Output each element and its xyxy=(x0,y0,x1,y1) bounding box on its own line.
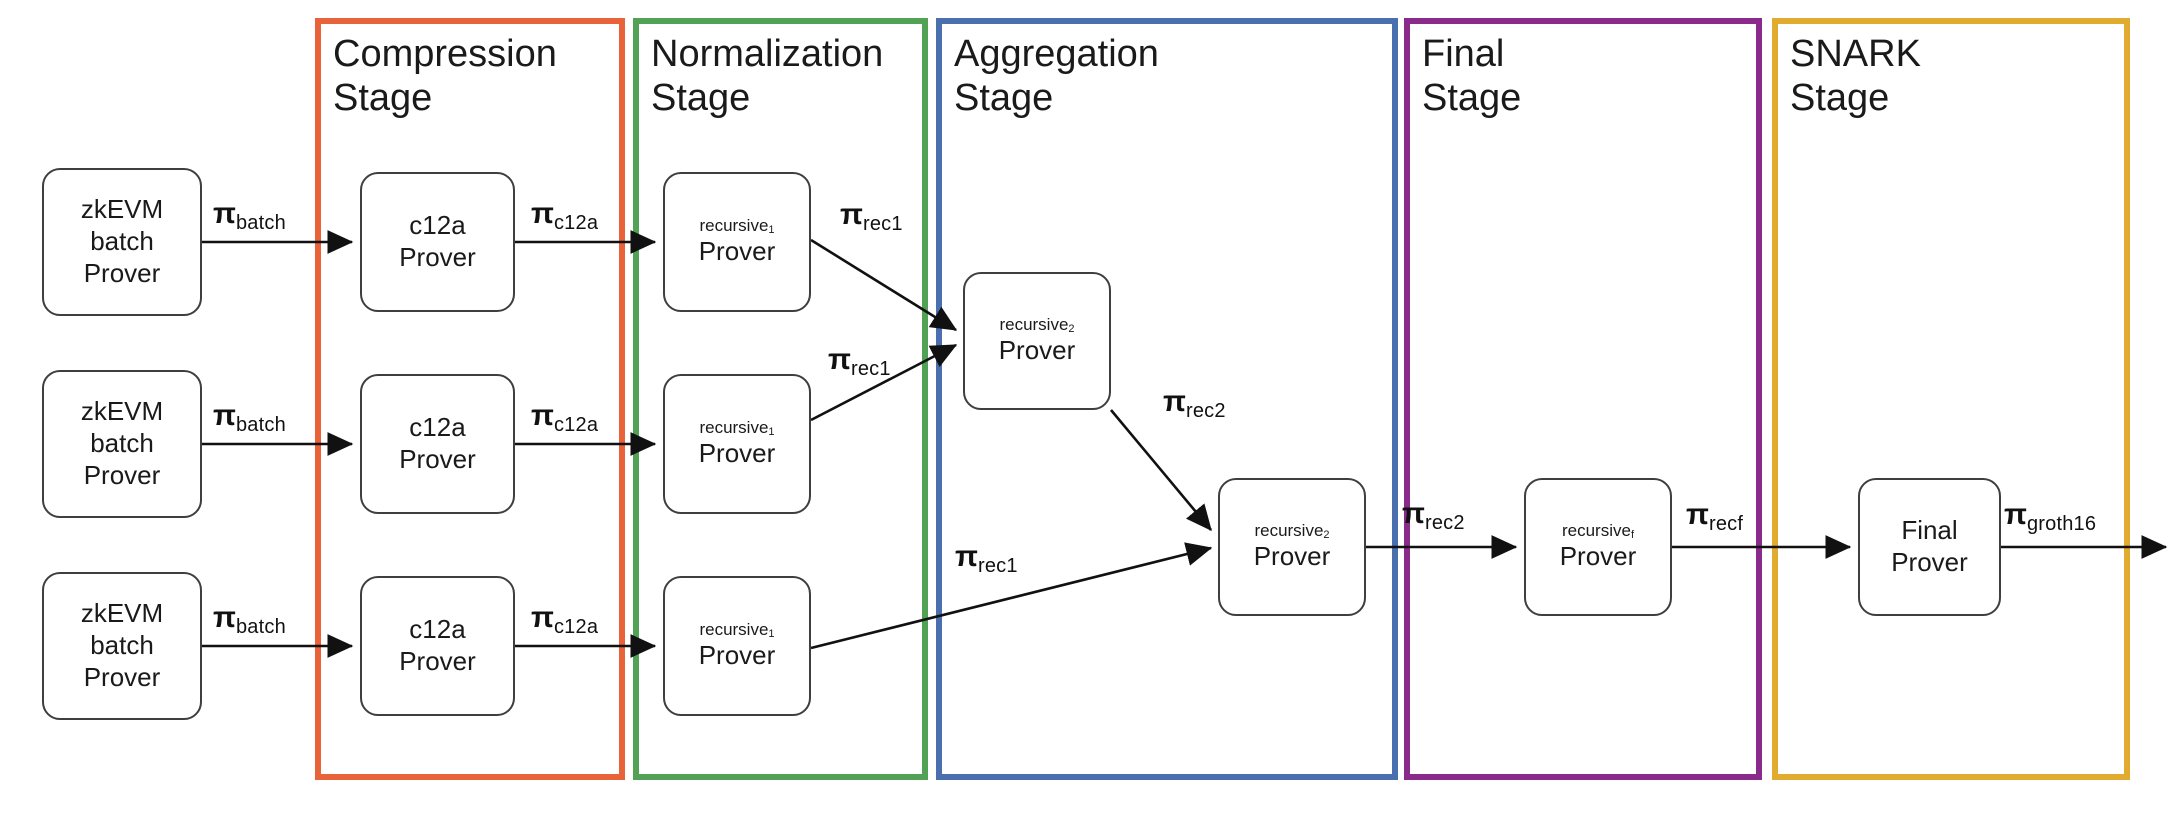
node-zkevm-1-label-0: zkEVM xyxy=(80,194,164,225)
node-rec1-1-subtitle: recursive1 xyxy=(699,216,775,237)
edge-label-pi-rec1-c: πrec1 xyxy=(955,540,1018,577)
node-rec1-2-subindex: 1 xyxy=(768,426,775,439)
edge-label-pi-c12a-3: πc12a xyxy=(531,601,599,638)
pi-subscript: batch xyxy=(235,414,286,436)
edge-label-pi-groth16: πgroth16 xyxy=(2004,498,2097,535)
node-c12a-3-label-0: c12a xyxy=(409,614,466,645)
pi-symbol: π xyxy=(1686,498,1709,531)
node-zkevm-2-label-0: zkEVM xyxy=(80,396,164,427)
pi-subscript: groth16 xyxy=(2026,513,2097,535)
node-c12a-2-label-0: c12a xyxy=(409,412,466,443)
pi-subscript: recf xyxy=(1708,513,1744,535)
edge-label-pi-rec1-b: πrec1 xyxy=(828,343,891,380)
edge-label-pi-c12a-1: πc12a xyxy=(531,197,599,234)
pi-symbol: π xyxy=(531,399,554,432)
stage-box-final xyxy=(1404,18,1762,780)
node-zkevm-2-label-1: batch xyxy=(90,428,154,459)
stage-box-compression xyxy=(315,18,625,780)
node-recf-label-0: Prover xyxy=(1559,541,1637,572)
pi-subscript: rec1 xyxy=(862,213,903,235)
pi-subscript: rec2 xyxy=(1424,512,1465,534)
pi-symbol: π xyxy=(213,197,236,230)
pi-symbol: π xyxy=(213,601,236,634)
edge-label-pi-batch-1: πbatch xyxy=(213,197,286,234)
node-rec1-3-subtitle: recursive1 xyxy=(699,620,775,641)
node-rec2-2-subindex: 2 xyxy=(1323,529,1330,542)
node-c12a-1-label-1: Prover xyxy=(399,242,476,272)
node-rec1-1-subindex: 1 xyxy=(768,224,775,237)
pi-symbol: π xyxy=(531,197,554,230)
pi-symbol: π xyxy=(1163,385,1186,418)
edge-label-pi-batch-2: πbatch xyxy=(213,399,286,436)
edge-label-pi-rec2-a: πrec2 xyxy=(1163,385,1226,422)
pi-subscript: rec1 xyxy=(850,358,891,380)
pi-subscript: batch xyxy=(235,212,286,234)
pi-subscript: c12a xyxy=(553,212,599,234)
node-rec1-3-subindex: 1 xyxy=(768,628,775,641)
node-zkevm-3-label-1: batch xyxy=(90,630,154,661)
edge-label-pi-rec2-b: πrec2 xyxy=(1402,497,1465,534)
node-rec1-2-label-0: Prover xyxy=(698,438,776,469)
node-rec2-1-subindex: 2 xyxy=(1068,323,1075,336)
node-rec2-2-subtitle: recursive2 xyxy=(1254,521,1330,542)
stage-title-compression: Compression Stage xyxy=(333,33,557,120)
node-recf-subindex: f xyxy=(1630,529,1635,542)
pi-subscript: rec2 xyxy=(1185,400,1226,422)
pi-subscript: rec1 xyxy=(977,555,1018,577)
node-rec1-3-label-0: Prover xyxy=(698,640,776,671)
edge-label-pi-recf: πrecf xyxy=(1686,498,1744,535)
stage-title-snark: SNARK Stage xyxy=(1790,33,1921,120)
pi-symbol: π xyxy=(1402,497,1425,530)
pi-subscript: c12a xyxy=(553,414,599,436)
edge-label-pi-c12a-2: πc12a xyxy=(531,399,599,436)
pi-symbol: π xyxy=(828,343,851,376)
edge-label-pi-batch-3: πbatch xyxy=(213,601,286,638)
node-final-label-0: Final xyxy=(1901,515,1958,546)
node-rec2-1-label-0: Prover xyxy=(998,335,1076,366)
stage-box-snark xyxy=(1772,18,2130,780)
node-rec1-2-subtitle: recursive1 xyxy=(699,418,775,439)
stage-title-aggregation: Aggregation Stage xyxy=(954,33,1159,120)
node-rec2-2-label-0: Prover xyxy=(1253,541,1331,572)
node-zkevm-3-label-2: Prover xyxy=(83,661,161,692)
stage-title-final: Final Stage xyxy=(1422,33,1522,120)
node-c12a-1-label-0: c12a xyxy=(409,210,466,241)
node-zkevm-3-label-0: zkEVM xyxy=(80,598,164,629)
edge-label-pi-rec1-a: πrec1 xyxy=(840,198,903,235)
node-final-label-1: Prover xyxy=(1891,547,1968,577)
node-zkevm-1-label-1: batch xyxy=(90,226,154,257)
pi-subscript: batch xyxy=(235,616,286,638)
node-c12a-2-label-1: Prover xyxy=(399,444,476,474)
node-rec2-1-subtitle: recursive2 xyxy=(999,315,1075,336)
pi-symbol: π xyxy=(2004,498,2027,531)
stage-title-normalization: Normalization Stage xyxy=(651,33,884,120)
node-zkevm-1-label-2: Prover xyxy=(83,257,161,288)
pi-symbol: π xyxy=(955,540,978,573)
node-zkevm-2-label-2: Prover xyxy=(83,459,161,490)
pi-symbol: π xyxy=(840,198,863,231)
pi-subscript: c12a xyxy=(553,616,599,638)
node-recf-subtitle: recursivef xyxy=(1561,521,1635,542)
pi-symbol: π xyxy=(213,399,236,432)
pi-symbol: π xyxy=(531,601,554,634)
node-rec1-1-label-0: Prover xyxy=(698,236,776,267)
node-c12a-3-label-1: Prover xyxy=(399,646,476,676)
